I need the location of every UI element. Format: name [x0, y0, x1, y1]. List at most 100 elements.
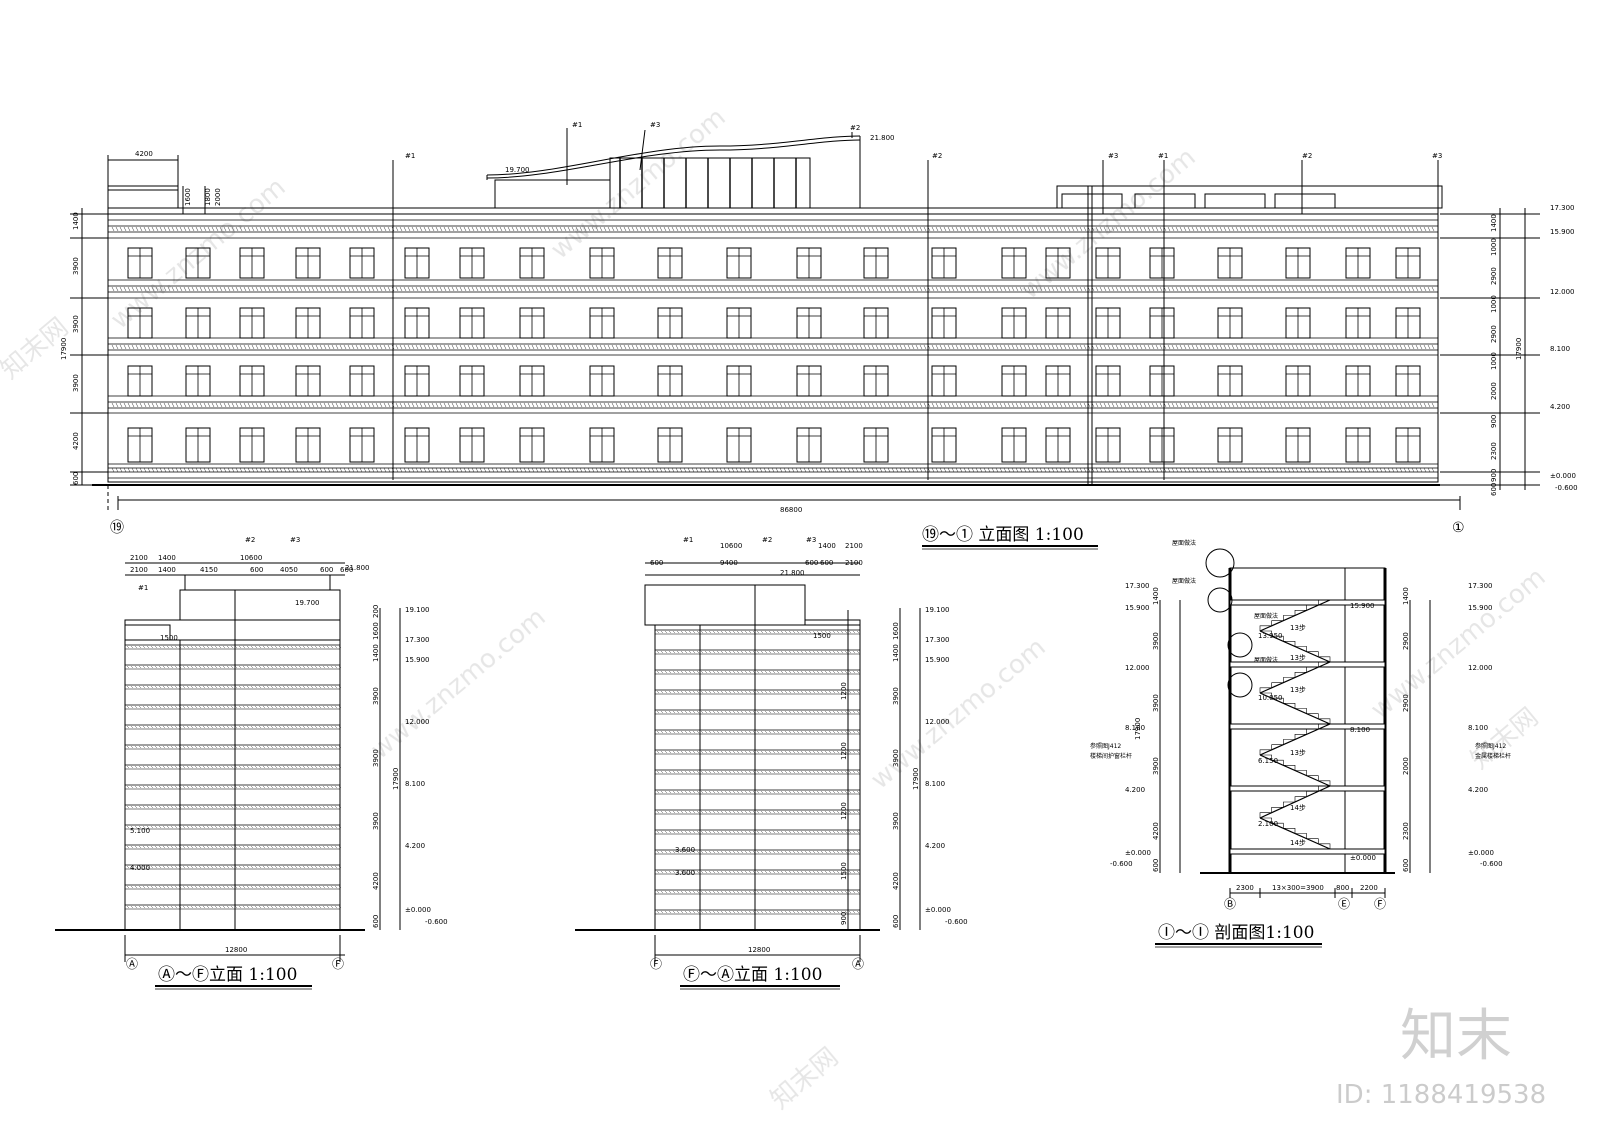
band-hatch: [1123, 286, 1127, 292]
band-hatch: [871, 467, 875, 473]
side-band-hatch: [330, 825, 334, 829]
band-hatch: [783, 344, 787, 350]
side-band-hatch: [664, 870, 668, 874]
side-band-hatch: [206, 685, 210, 689]
side-band-hatch: [310, 885, 314, 889]
side-band-hatch: [314, 765, 318, 769]
band-hatch: [1003, 402, 1007, 408]
band-hatch: [851, 344, 855, 350]
side-band-hatch: [126, 665, 130, 669]
band-hatch: [939, 402, 943, 408]
side-band-hatch: [142, 725, 146, 729]
band-hatch: [383, 286, 387, 292]
af-right-dim: 200: [372, 605, 380, 618]
band-hatch: [1159, 402, 1163, 408]
side-band-hatch: [740, 870, 744, 874]
side-band-hatch: [744, 710, 748, 714]
band-hatch: [879, 226, 883, 232]
band-hatch: [419, 226, 423, 232]
side-band-hatch: [828, 630, 832, 634]
side-band-hatch: [318, 645, 322, 649]
side-band-hatch: [142, 645, 146, 649]
side-band-hatch: [708, 870, 712, 874]
band-hatch: [1151, 344, 1155, 350]
side-band-hatch: [302, 785, 306, 789]
band-hatch: [1059, 344, 1063, 350]
band-hatch: [855, 467, 859, 473]
side-band-hatch: [142, 705, 146, 709]
band-hatch: [1143, 344, 1147, 350]
side-band-hatch: [700, 730, 704, 734]
side-band-hatch: [282, 665, 286, 669]
section-left-level: 17.300: [1125, 582, 1150, 590]
band-hatch: [851, 402, 855, 408]
band-hatch: [235, 226, 239, 232]
band-hatch: [275, 402, 279, 408]
band-hatch: [1155, 467, 1159, 473]
side-band-hatch: [254, 765, 258, 769]
side-band-hatch: [696, 810, 700, 814]
side-band-hatch: [724, 830, 728, 834]
band-hatch: [1395, 226, 1399, 232]
band-hatch: [903, 226, 907, 232]
side-band-hatch: [784, 790, 788, 794]
side-band-hatch: [326, 885, 330, 889]
band-hatch: [343, 344, 347, 350]
side-band-hatch: [696, 710, 700, 714]
side-band-hatch: [158, 845, 162, 849]
band-hatch: [659, 467, 663, 473]
band-hatch: [427, 467, 431, 473]
side-band-hatch: [134, 645, 138, 649]
side-band-hatch: [314, 845, 318, 849]
side-band-hatch: [330, 745, 334, 749]
band-hatch: [975, 402, 979, 408]
side-band-hatch: [772, 650, 776, 654]
af-right-dim: 600: [372, 915, 380, 928]
side-band-hatch: [126, 685, 130, 689]
side-band-hatch: [660, 910, 664, 914]
side-band-hatch: [692, 830, 696, 834]
side-band-hatch: [278, 785, 282, 789]
band-hatch: [947, 226, 951, 232]
side-band-hatch: [334, 825, 338, 829]
side-band-hatch: [812, 710, 816, 714]
section-left-dim: 17900: [1134, 718, 1142, 740]
side-band-hatch: [732, 650, 736, 654]
fa-top-dim: 1400: [818, 542, 836, 550]
side-band-hatch: [126, 705, 130, 709]
band-hatch: [271, 467, 275, 473]
side-band-hatch: [162, 885, 166, 889]
band-hatch: [831, 402, 835, 408]
band-hatch: [1079, 467, 1083, 473]
side-band-hatch: [716, 830, 720, 834]
band-hatch: [1291, 467, 1295, 473]
band-hatch: [251, 226, 255, 232]
side-band-hatch: [716, 890, 720, 894]
band-hatch: [959, 286, 963, 292]
band-hatch: [515, 286, 519, 292]
side-band-hatch: [306, 765, 310, 769]
band-hatch: [1235, 226, 1239, 232]
side-band-hatch: [788, 670, 792, 674]
side-band-hatch: [158, 765, 162, 769]
band-hatch: [1115, 402, 1119, 408]
band-hatch: [899, 286, 903, 292]
band-hatch: [635, 467, 639, 473]
band-hatch: [1263, 402, 1267, 408]
band-hatch: [1243, 467, 1247, 473]
side-band-hatch: [282, 905, 286, 909]
band-hatch: [1147, 286, 1151, 292]
band-hatch: [1055, 467, 1059, 473]
section-stair-flights: [1259, 599, 1331, 850]
side-band-hatch: [724, 730, 728, 734]
side-band-hatch: [716, 650, 720, 654]
side-band-hatch: [230, 765, 234, 769]
band-hatch: [1375, 467, 1379, 473]
side-band-hatch: [294, 865, 298, 869]
side-band-hatch: [266, 665, 270, 669]
band-hatch: [1039, 467, 1043, 473]
side-band-hatch: [170, 805, 174, 809]
side-band-hatch: [254, 825, 258, 829]
fa-level: 3.600: [675, 846, 695, 854]
band-hatch: [975, 286, 979, 292]
